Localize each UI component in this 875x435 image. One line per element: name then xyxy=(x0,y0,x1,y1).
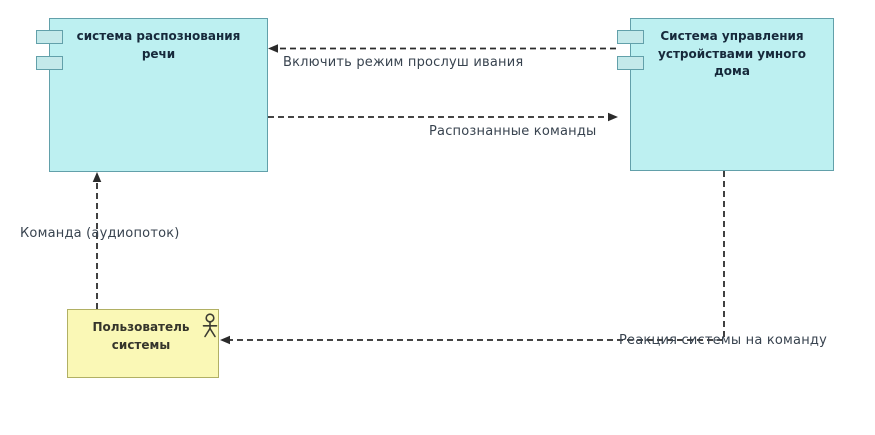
arrowhead-up xyxy=(92,172,102,182)
component-speech-recognition: система распознования речи xyxy=(36,18,268,172)
arrowhead-left2 xyxy=(220,335,230,345)
component-tab-icon xyxy=(36,56,63,70)
component-speech-recognition-title: система распознования речи xyxy=(76,29,241,61)
component-smart-home-control-title: Система управления устройствами умного д… xyxy=(658,29,806,78)
actor-system-user-title: Пользователь системы xyxy=(92,320,190,352)
component-tab-icon xyxy=(36,30,63,44)
actor-system-user: Пользователь системы xyxy=(67,309,219,378)
component-smart-home-control: Система управления устройствами умного д… xyxy=(617,18,834,171)
arrowhead-right xyxy=(608,112,618,122)
actor-stick-figure-icon xyxy=(202,313,218,338)
edge-system-reaction-line xyxy=(229,171,725,341)
component-tab-icon xyxy=(617,56,644,70)
arrowhead-left xyxy=(268,44,278,53)
edge-label-enable-listening: Включить режим прослуш ивания xyxy=(283,55,524,70)
edge-label-audio-command: Команда (аудиопоток) xyxy=(20,226,180,241)
edge-label-recognized-commands: Распознанные команды xyxy=(429,124,597,139)
edge-label-system-reaction: Реакция системы на команду xyxy=(619,333,827,348)
component-tab-icon xyxy=(617,30,644,44)
